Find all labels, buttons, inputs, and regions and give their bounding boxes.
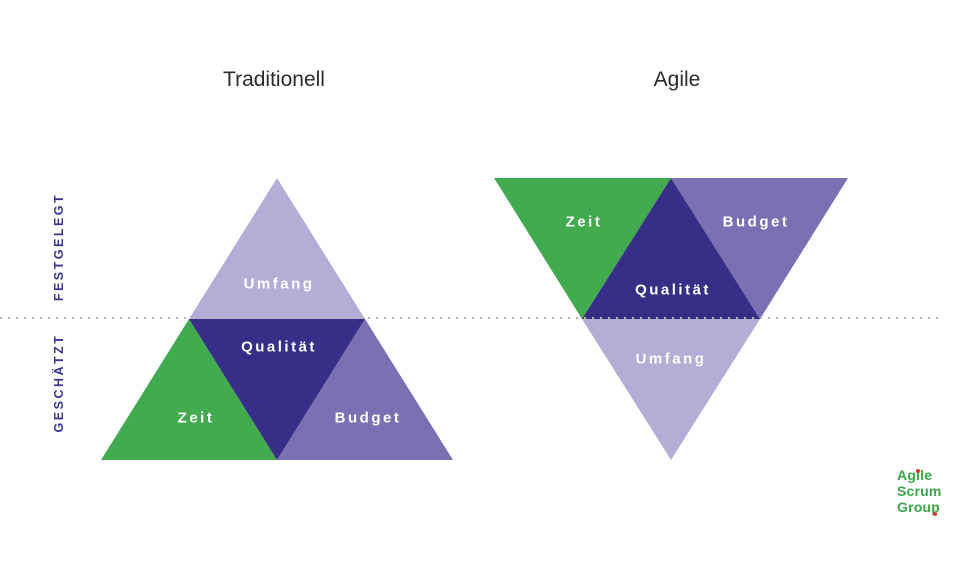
agile-scrum-group-logo: Agile Scrum Group — [897, 467, 942, 516]
festgelegt-axis-label: FESTGELEGT — [52, 192, 66, 302]
fixed-estimated-divider-line — [0, 317, 941, 319]
agile-umfang-region — [582, 319, 760, 460]
traditional-title: Traditionell — [223, 68, 325, 91]
agile-umfang-label: Umfang — [635, 350, 707, 368]
traditional-budget-region — [277, 319, 453, 460]
geschaetzt-axis-label: GESCHÄTZT — [52, 333, 66, 433]
agile-budget-region — [671, 178, 848, 319]
traditional-budget-label: Budget — [334, 409, 402, 427]
agile-title: Agile — [653, 68, 701, 91]
agile-zeit-label: Zeit — [565, 213, 603, 231]
agile-qualitaet-label: Qualität — [635, 281, 711, 299]
traditional-qualitaet-label: Qualität — [241, 338, 317, 356]
agile-zeit-region — [494, 178, 671, 319]
logo-red-period-dot — [933, 512, 937, 516]
traditional-umfang-region — [189, 178, 365, 319]
traditional-zeit-label: Zeit — [177, 409, 215, 427]
agile-qualitaet-region — [582, 178, 760, 319]
logo-line-group: Group — [897, 499, 940, 515]
logo-line-scrum: Scrum — [897, 483, 942, 499]
logo-line-agile: Agile — [897, 467, 933, 483]
traditional-qualitaet-region — [189, 319, 365, 460]
agile-budget-label: Budget — [722, 213, 790, 231]
traditional-umfang-label: Umfang — [243, 275, 315, 293]
logo-red-i-dot — [916, 469, 920, 473]
traditional-zeit-region — [101, 319, 277, 460]
